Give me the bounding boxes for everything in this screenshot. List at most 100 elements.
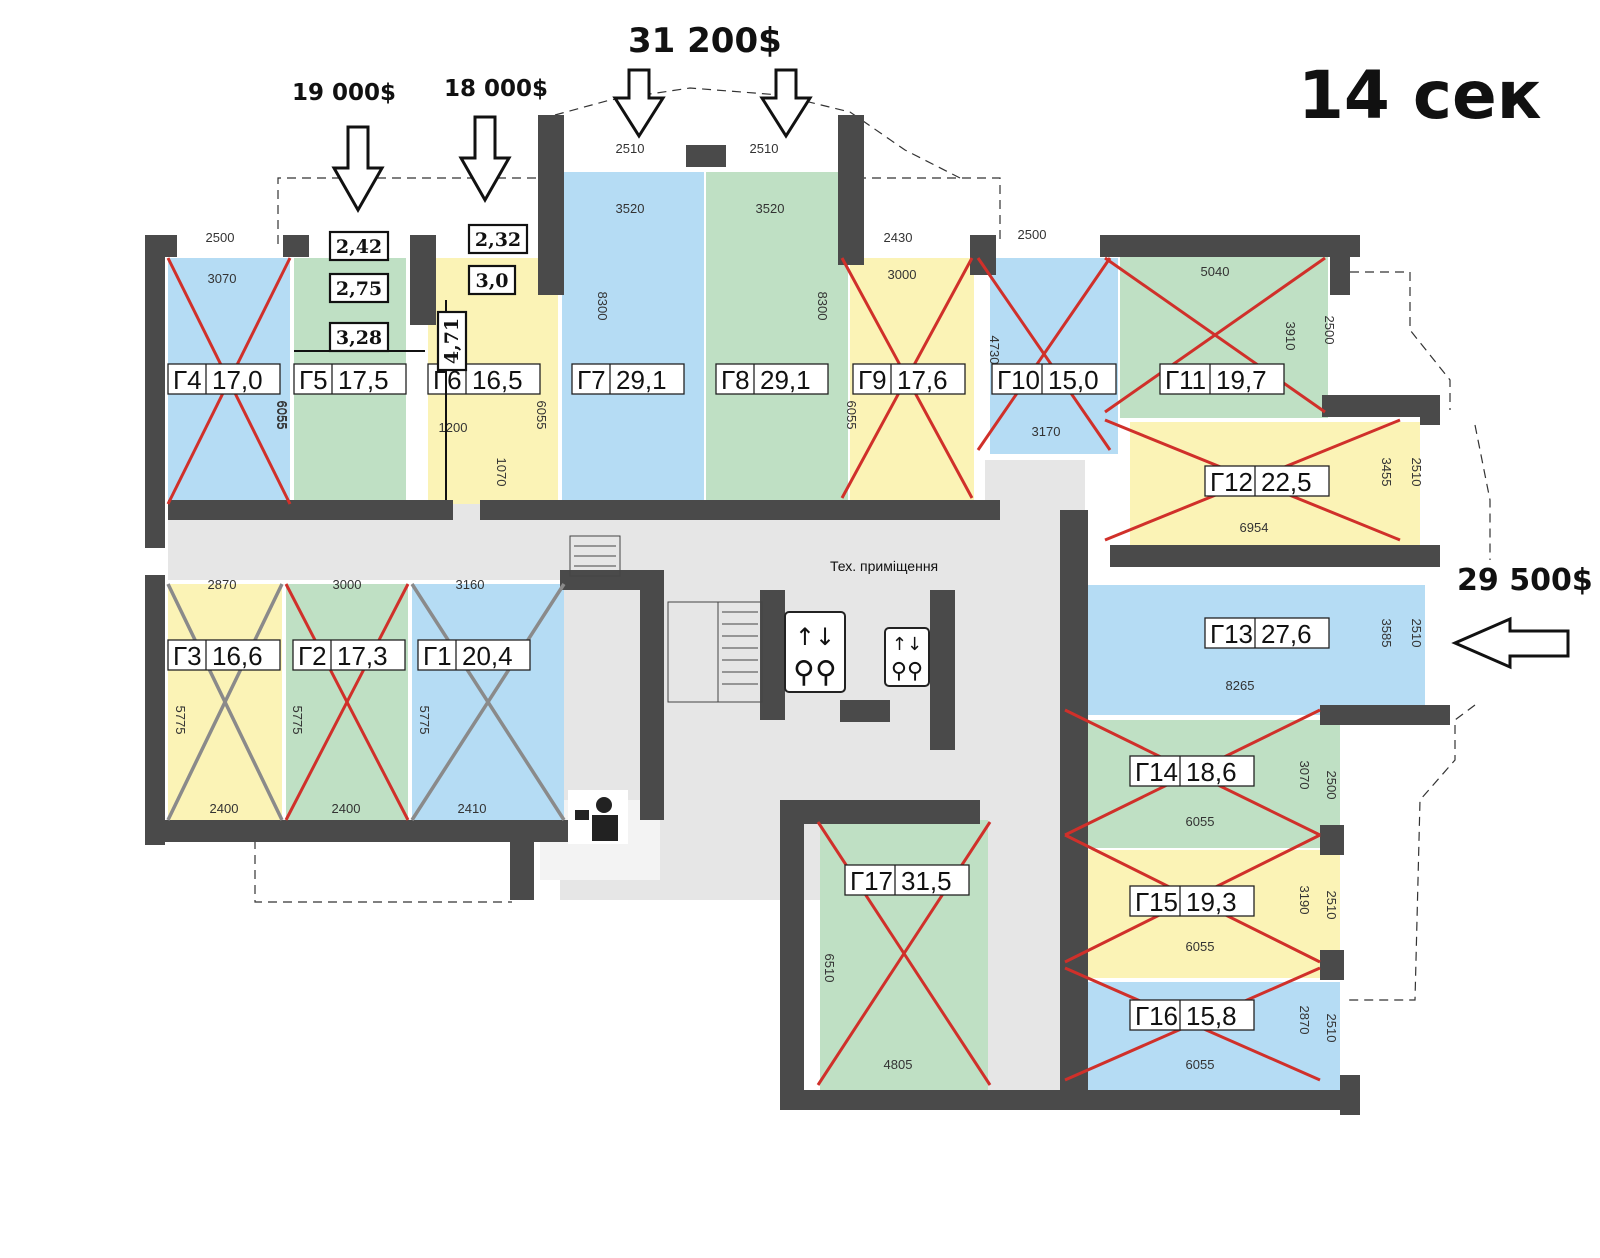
arrow-down-icon [612, 68, 666, 139]
dimension-label: 8265 [1226, 678, 1255, 693]
unit-id: Г11 [1165, 365, 1206, 395]
measurement-labels: 2,42 2,75 3,28 2,32 3,0 4,71 [294, 223, 529, 500]
dimension-label: 2870 [1297, 1006, 1312, 1035]
unit-id: Г17 [850, 866, 893, 896]
arrow-down-icon [331, 125, 385, 214]
measurement-4-71: 4,71 [436, 310, 468, 372]
dimension-label: 2510 [750, 141, 779, 156]
price-top-left-2: 18 000$ [444, 76, 548, 102]
dimension-label: 3520 [756, 201, 785, 216]
dimension-label: 2510 [616, 141, 645, 156]
dimension-label: 6510 [822, 954, 837, 983]
lift-small: ↑↓ ⚲⚲ [884, 627, 930, 687]
dimension-label: 6055 [1186, 1057, 1215, 1072]
svg-text:↑↓: ↑↓ [795, 623, 835, 651]
headline: 14 сек [1298, 57, 1542, 134]
dimension-label: 5040 [1201, 264, 1230, 279]
unit-fill-g10 [990, 258, 1118, 454]
unit-area: 15,0 [1048, 365, 1099, 395]
unit-fill-g8 [706, 172, 848, 504]
arrow-left-icon [1451, 616, 1570, 670]
measurement-2-75: 2,75 [328, 272, 390, 304]
unit-id: Г4 [173, 365, 202, 395]
unit-area: 16,5 [472, 365, 523, 395]
dimension-label: 6954 [1240, 520, 1269, 535]
dimension-label: 3160 [456, 577, 485, 592]
unit-fill-g7 [562, 172, 704, 504]
measurement-2-42: 2,42 [328, 230, 390, 262]
unit-area: 16,6 [212, 641, 263, 671]
unit-label-Г7: Г7 29,1 [571, 363, 685, 395]
svg-text:3,28: 3,28 [336, 327, 382, 349]
unit-id: Г5 [299, 365, 328, 395]
cross-mark-Г3 [166, 583, 284, 821]
dimension-label: 2500 [1324, 771, 1339, 800]
measurement-3-28: 3,28 [328, 321, 390, 353]
dimension-label: 2410 [458, 801, 487, 816]
dimensions: 2500 3070 6055 6055 6055 1200 1070 2510 2510 3520… [173, 141, 1424, 1072]
dimension-label: 1070 [494, 458, 509, 487]
dimension-label: 3000 [333, 577, 362, 592]
unit-id: Г16 [1135, 1001, 1178, 1031]
unit-id: Г8 [721, 365, 750, 395]
unit-id: Г10 [997, 365, 1040, 395]
dimension-label: 3520 [616, 201, 645, 216]
unit-label-Г3: Г3 16,6 [167, 639, 281, 671]
unit-area: 19,3 [1186, 887, 1237, 917]
stairs [569, 535, 763, 703]
unit-area: 20,4 [462, 641, 513, 671]
dimension-label: 6055 [844, 401, 859, 430]
dimension-label: 4730 [987, 336, 1002, 365]
price-right: 29 500$ [1457, 563, 1593, 598]
unit-id: Г3 [173, 641, 202, 671]
dimension-label: 4805 [884, 1057, 913, 1072]
unit-area: 27,6 [1261, 619, 1312, 649]
dimension-label: 3190 [1297, 886, 1312, 915]
dimension-label: 3070 [208, 271, 237, 286]
dimension-label: 3455 [1379, 458, 1394, 487]
cross-mark-Г10 [976, 257, 1112, 451]
dimension-label: 3070 [1297, 761, 1312, 790]
dimension-label: 6055 [1186, 939, 1215, 954]
dimension-label: 3585 [1379, 619, 1394, 648]
dimension-label: 2500 [1018, 227, 1047, 242]
unit-area: 29,1 [616, 365, 667, 395]
dimension-label: 5775 [173, 706, 188, 735]
dimension-label: 2400 [332, 801, 361, 816]
dimension-label: 6055 [1186, 814, 1215, 829]
unit-area: 19,7 [1216, 365, 1267, 395]
svg-text:2,75: 2,75 [336, 278, 382, 300]
unit-id: Г9 [858, 365, 887, 395]
dimension-label: 6055 [274, 401, 289, 430]
dimension-label: 8300 [595, 292, 610, 321]
unit-area: 17,3 [337, 641, 388, 671]
price-top-left-1: 19 000$ [292, 80, 396, 106]
svg-text:2,32: 2,32 [475, 229, 521, 251]
price-top-center: 31 200$ [628, 21, 782, 61]
dimension-label: 2510 [1409, 458, 1424, 487]
unit-area: 22,5 [1261, 467, 1312, 497]
tech-room-label: Тех. приміщення [830, 558, 938, 574]
walls [145, 115, 1450, 1115]
arrow-down-icon [458, 115, 512, 204]
dimension-label: 2500 [206, 230, 235, 245]
unit-id: Г7 [577, 365, 606, 395]
unit-area: 31,5 [901, 866, 952, 896]
unit-label-Г11: Г11 19,7 [1159, 363, 1285, 395]
unit-id: Г14 [1135, 757, 1178, 787]
unit-area: 29,1 [760, 365, 811, 395]
lift-large: ↑↓ ⚲⚲ [784, 611, 846, 693]
dimension-label: 2510 [1409, 619, 1424, 648]
unit-area: 17,0 [212, 365, 263, 395]
measurement-2-32: 2,32 [467, 223, 529, 255]
dimension-label: 2510 [1324, 891, 1339, 920]
dimension-label: 1200 [439, 420, 468, 435]
unit-id: Г1 [423, 641, 452, 671]
svg-text:3,0: 3,0 [475, 270, 508, 292]
dimension-label: 3170 [1032, 424, 1061, 439]
